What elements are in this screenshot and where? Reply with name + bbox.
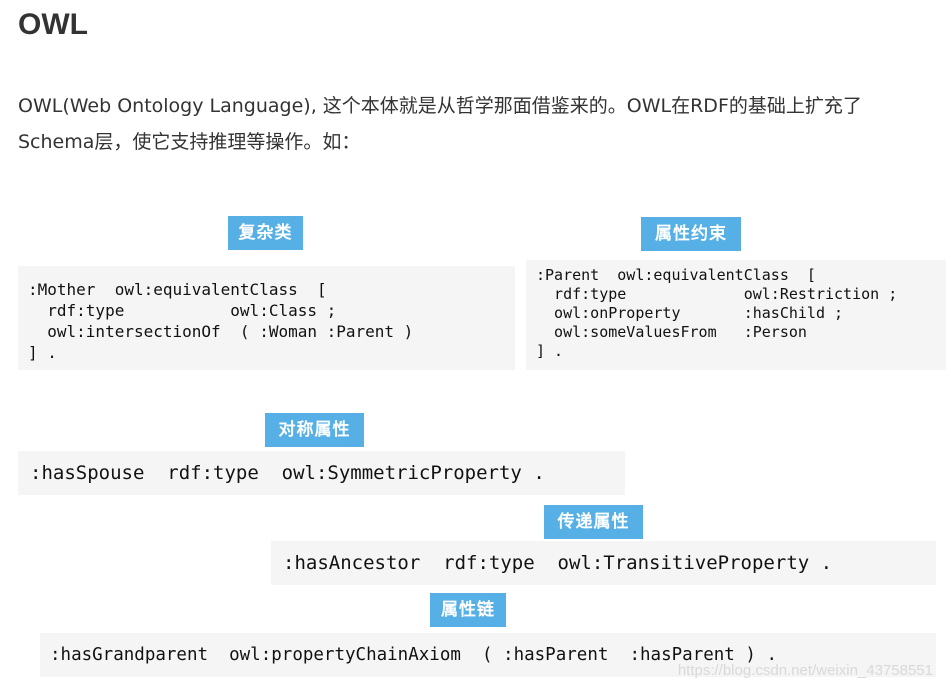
tag-symmetric-property: 对称属性 [265, 413, 364, 447]
code-line-has-ancestor: :hasAncestor rdf:type owl:TransitiveProp… [271, 541, 936, 585]
tag-property-chain: 属性链 [430, 593, 506, 627]
tag-property-restriction: 属性约束 [641, 217, 741, 251]
page-title: OWL [18, 8, 88, 41]
code-block-mother: :Mother owl:equivalentClass [ rdf:type o… [18, 266, 515, 370]
tag-transitive-property: 传递属性 [544, 505, 643, 539]
watermark: https://blog.csdn.net/weixin_43758551 [677, 662, 933, 679]
code-block-parent: :Parent owl:equivalentClass [ rdf:type o… [526, 260, 946, 370]
code-line-has-grandparent: :hasGrandparent owl:propertyChainAxiom (… [40, 633, 936, 677]
intro-paragraph-line-2: Schema层，使它支持推理等操作。如： [18, 131, 361, 153]
code-line-has-spouse: :hasSpouse rdf:type owl:SymmetricPropert… [18, 451, 625, 495]
tag-complex-class: 复杂类 [228, 216, 303, 250]
intro-paragraph-line-1: OWL(Web Ontology Language), 这个本体就是从哲学那面借… [18, 95, 862, 117]
